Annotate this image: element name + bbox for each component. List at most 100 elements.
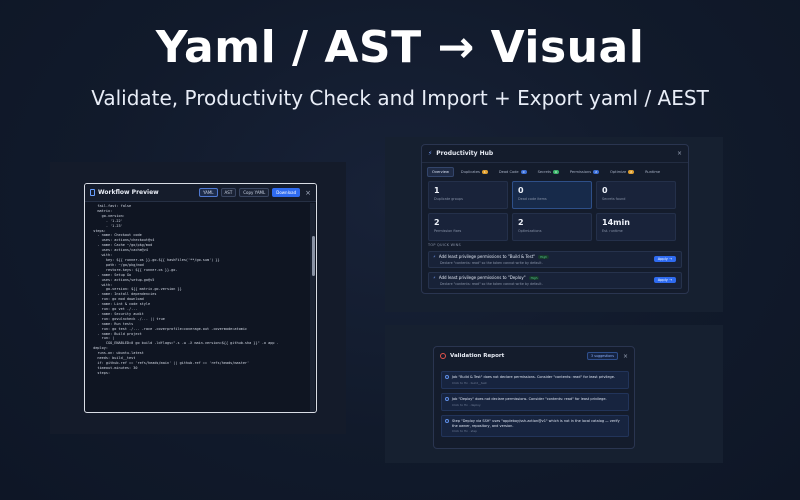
code-line: - name: Lint & code style — [89, 302, 151, 307]
code-line: steps: — [89, 228, 106, 233]
download-button[interactable]: Download — [272, 188, 301, 197]
tab-badge: 0 — [552, 170, 559, 174]
validation-issue[interactable]: Job "Build & Test" does not declare perm… — [441, 371, 629, 389]
tab-label: Permissions — [569, 170, 592, 174]
code-line: uses: actions/checkout@v4 — [89, 238, 155, 243]
quick-win-item: ⚡Add least privilege permissions to "Bui… — [428, 251, 682, 268]
code-line: run: govulncheck ./... || true — [89, 316, 165, 321]
code-line: - name: Install dependencies — [89, 292, 157, 297]
issue-meta: Click to fix · build__test — [452, 380, 487, 385]
code-line: - name: Cache ~/go/pkg/mod — [89, 243, 153, 248]
code-line: uses: actions/setup-go@v5 — [89, 277, 155, 282]
apply-button[interactable]: Apply → — [653, 256, 676, 262]
validation-report-title: Validation Report — [450, 353, 505, 359]
code-line: run: go vet ./... — [89, 307, 138, 312]
yaml-tab-button[interactable]: YAML — [198, 188, 218, 197]
code-line: - name: Security audit — [89, 311, 144, 316]
stat-label: Secrets found — [602, 197, 626, 201]
info-icon — [445, 397, 449, 401]
stat-value: 2 — [518, 218, 524, 227]
code-line: - '1.23' — [89, 223, 123, 228]
tab-runtime[interactable]: Runtime — [641, 167, 664, 177]
code-line: run: go mod download — [89, 297, 144, 302]
code-line: deploy: — [89, 346, 108, 351]
code-line: go-version: — [89, 213, 125, 218]
stat-label: Duplicate groups — [434, 197, 463, 201]
quick-win-description: Declare "contents: read" so the token ca… — [440, 282, 543, 286]
code-scrollbar-thumb[interactable] — [312, 236, 315, 276]
code-line: run: | — [89, 336, 115, 341]
issue-meta: Click to fix · step — [452, 429, 478, 434]
tab-label: Duplicates — [460, 170, 480, 174]
stat-label: Est. runtime — [602, 229, 623, 233]
close-icon[interactable]: × — [305, 188, 311, 197]
code-line: uses: actions/cache@v4 — [89, 248, 149, 253]
stat-value: 1 — [434, 186, 440, 195]
workflow-preview-dialog: Workflow Preview YAML AST Copy YAML Down… — [84, 183, 317, 413]
code-line: runs-on: ubuntu-latest — [89, 351, 144, 356]
suggestions-button[interactable]: 3 suggestions — [587, 352, 618, 360]
quick-win-title-row: ⚡Add least privilege permissions to "Dep… — [433, 275, 677, 280]
code-line: path: ~/go/pkg/mod — [89, 262, 144, 267]
validation-report-header: Validation Report 3 suggestions × — [434, 347, 634, 365]
quick-win-description: Declare "contents: read" so the token ca… — [440, 261, 543, 265]
hero-title: Yaml / AST → Visual — [155, 22, 645, 73]
code-line: key: ${{ runner.os }}-go-${{ hashFiles('… — [89, 257, 220, 262]
workflow-preview-header: Workflow Preview YAML AST Copy YAML Down… — [85, 184, 316, 202]
close-icon[interactable]: × — [622, 352, 628, 360]
close-icon[interactable]: × — [676, 150, 682, 157]
stat-value: 0 — [602, 186, 608, 195]
tab-badge: 1 — [481, 170, 488, 174]
tab-badge: 2 — [593, 170, 600, 174]
validation-issue[interactable]: Step "Deploy via SSH" uses "appleboy/ssh… — [441, 415, 629, 438]
code-line: steps: — [89, 370, 111, 375]
code-line: CGO_ENABLED=0 go build -ldflags="-s -w -… — [89, 341, 279, 346]
tab-label: Dead Code — [498, 170, 519, 174]
bolt-icon: ⚡ — [433, 275, 436, 280]
code-line: - name: Setup Go — [89, 272, 132, 277]
code-scrollbar[interactable] — [310, 203, 315, 412]
priority-badge: High — [528, 275, 540, 280]
document-icon — [90, 189, 95, 196]
tab-label: Secrets — [537, 170, 551, 174]
copy-yaml-button[interactable]: Copy YAML — [239, 188, 270, 197]
quick-win-title-row: ⚡Add least privilege permissions to "Bui… — [433, 254, 677, 259]
tab-overview[interactable]: Overview — [427, 167, 454, 177]
tab-badge: 0 — [520, 170, 527, 174]
code-line: - '1.22' — [89, 218, 123, 223]
issue-text: Job "Deploy" does not declare permission… — [452, 397, 607, 401]
validation-issue[interactable]: Job "Deploy" does not declare permission… — [441, 393, 629, 411]
tab-label: Optimize — [610, 170, 627, 174]
code-line: - name: Run tests — [89, 321, 134, 326]
code-line: needs: build__test — [89, 356, 136, 361]
stat-value: 0 — [518, 186, 524, 195]
code-line: fail-fast: false — [89, 204, 132, 208]
issue-text: Job "Build & Test" does not declare perm… — [452, 375, 616, 379]
ast-tab-button[interactable]: AST — [220, 188, 237, 197]
code-line: - name: Checkout code — [89, 233, 142, 238]
yaml-code-view[interactable]: fail-fast: false matrix: go-version: - '… — [85, 203, 309, 412]
issue-meta: Click to fix · deploy — [452, 402, 481, 407]
alert-icon — [440, 353, 446, 359]
hero-subtitle: Validate, Productivity Check and Import … — [91, 86, 709, 110]
apply-button[interactable]: Apply → — [653, 277, 676, 283]
productivity-hub-title: Productivity Hub — [436, 150, 494, 157]
code-line: - name: Build project — [89, 331, 142, 336]
quick-wins-label: TOP QUICK WINS — [428, 243, 461, 247]
stat-value: 14min — [602, 218, 630, 227]
issue-text: Step "Deploy via SSH" uses "appleboy/ssh… — [452, 419, 620, 428]
quick-win-title: Add least privilege permissions to "Depl… — [438, 275, 526, 280]
